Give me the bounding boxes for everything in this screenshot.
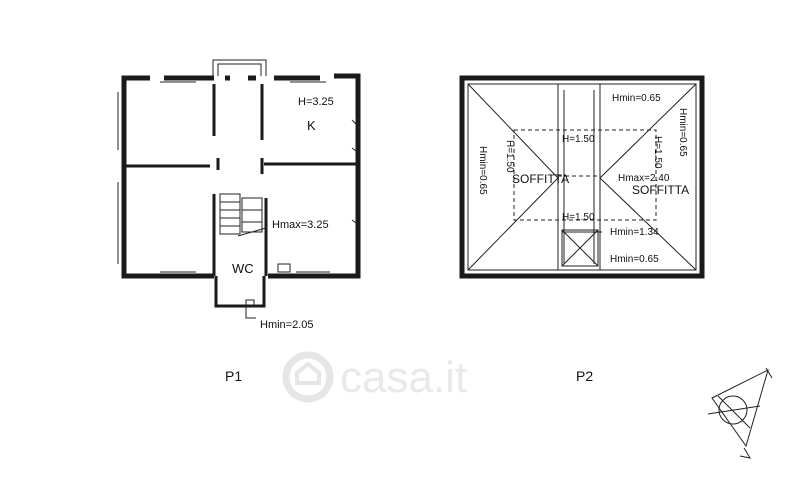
floor-plan-p1	[117, 59, 361, 319]
floor-plan-p2	[459, 75, 705, 279]
p2-h150-bottom: H=1.50	[562, 212, 595, 223]
p2-hmin-bottom: Hmin=0.65	[610, 254, 659, 265]
p2-plan-label: P2	[576, 368, 593, 384]
p2-hmax: Hmax=2.40	[618, 173, 670, 184]
house-logo-icon	[282, 351, 334, 403]
p2-soffitta-right: SOFFITTA	[632, 183, 689, 197]
p2-h150-top: H=1.50	[562, 134, 595, 145]
p1-hmin-label: Hmin=2.05	[260, 319, 314, 331]
p2-hmin-mid: Hmin=1.34	[610, 227, 659, 238]
p1-hmax-label: Hmax=3.25	[272, 219, 329, 231]
p2-h150-right: H=1.50	[652, 136, 663, 169]
p2-soffitta-left: SOFFITTA	[512, 172, 569, 186]
p2-hmin-left: Hmin=0.65	[477, 146, 488, 195]
p1-room-k-height: H=3.25	[298, 96, 334, 108]
watermark: casa.it	[282, 351, 467, 403]
p2-hmin-right: Hmin=0.65	[677, 108, 688, 157]
p1-room-k-label: K	[307, 118, 316, 133]
p1-plan-label: P1	[225, 368, 242, 384]
p1-wc-label: WC	[232, 261, 254, 276]
watermark-text: casa.it	[340, 353, 467, 402]
north-arrow-icon	[707, 367, 773, 459]
p2-hmin-top: Hmin=0.65	[612, 93, 661, 104]
p2-h150-left: H=1.50	[504, 140, 515, 173]
